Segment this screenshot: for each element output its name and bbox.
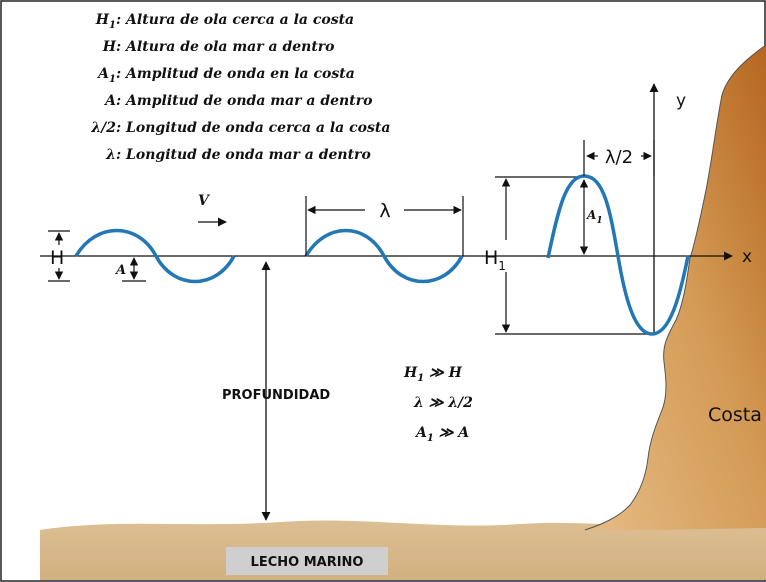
coast-edge [584, 44, 766, 531]
legend-text: : Longitud de onda mar a dentro [116, 147, 371, 163]
relation-1: H1 ≫ H [403, 365, 463, 384]
half-lambda-label: λ/2 [605, 147, 633, 168]
relation-3: A1 ≫ A [414, 425, 469, 444]
legend-text: : Altura de ola mar a dentro [116, 39, 335, 55]
coast-label: Costa [708, 404, 762, 426]
legend-symbol: H [102, 39, 117, 55]
legend-symbol: H1 [95, 12, 116, 31]
legend-symbol: A1 [96, 66, 116, 85]
h-label: H [50, 247, 64, 269]
legend-text: : Amplitud de onda mar a dentro [116, 93, 372, 109]
legend-text: : Amplitud de onda en la costa [116, 66, 355, 82]
legend-symbol: A [103, 93, 116, 109]
relation-2: λ ≫ λ/2 [413, 395, 473, 411]
a1-label: A1 [586, 208, 603, 226]
coastal-wave [546, 174, 690, 336]
x-axis-label: x [742, 247, 752, 267]
seabed-label-box [226, 547, 388, 575]
velocity-label: V [198, 193, 211, 209]
legend-text: : Altura de ola cerca a la costa [116, 12, 354, 28]
a-label: A [114, 263, 126, 278]
legend-text: : Longitud de onda cerca a la costa [116, 120, 390, 136]
h1-label: H1 [484, 247, 506, 273]
seabed-label: LECHO MARINO [251, 555, 364, 570]
depth-label: PROFUNDIDAD [222, 388, 330, 403]
coast-landmass [585, 45, 766, 530]
seabed-ground [40, 520, 766, 580]
offshore-wave-2 [304, 228, 464, 284]
legend-symbol: λ [105, 147, 116, 163]
offshore-wave-1 [74, 228, 236, 284]
relations: H1 ≫ H λ ≫ λ/2 A1 ≫ A [403, 365, 473, 444]
lambda-label: λ [379, 200, 390, 222]
legend-symbol: λ/2 [90, 120, 116, 136]
y-axis-label: y [676, 91, 686, 111]
